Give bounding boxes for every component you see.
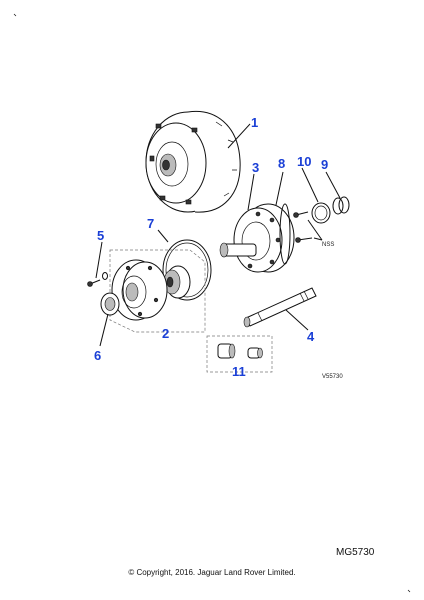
pump-gears	[163, 265, 191, 299]
callout-1: 1	[251, 115, 258, 130]
sealing-rings-9	[332, 196, 350, 215]
nss-label: NSS	[322, 242, 334, 248]
diagram-reference-code: MG5730	[336, 547, 375, 558]
callout-5: 5	[97, 228, 104, 243]
callout-11: 11	[232, 364, 246, 379]
bolts-nss	[293, 211, 313, 243]
callout-labels: 1 2 3 4 5 6 7 8 9 10 11	[94, 115, 328, 379]
copyright-notice: © Copyright, 2016. Jaguar Land Rover Lim…	[128, 568, 296, 577]
torque-converter	[145, 110, 241, 213]
callout-7: 7	[147, 216, 154, 231]
callout-9: 9	[321, 157, 328, 172]
oil-seal-6	[100, 292, 120, 316]
callout-8: 8	[278, 156, 285, 171]
callout-10: 10	[297, 154, 311, 169]
callout-6: 6	[94, 348, 101, 363]
leader-lines	[95, 123, 341, 347]
callout-2: 2	[162, 326, 169, 341]
bush-kit-11	[206, 335, 273, 373]
bolt-5	[87, 272, 108, 287]
seal-ring-8	[279, 203, 291, 265]
pump-body	[109, 249, 206, 333]
input-shaft	[243, 287, 317, 328]
drawing-code: V55730	[322, 374, 343, 380]
gasket-7	[162, 239, 212, 301]
o-ring-10	[311, 202, 331, 224]
callout-3: 3	[252, 160, 259, 175]
callout-4: 4	[307, 329, 315, 344]
